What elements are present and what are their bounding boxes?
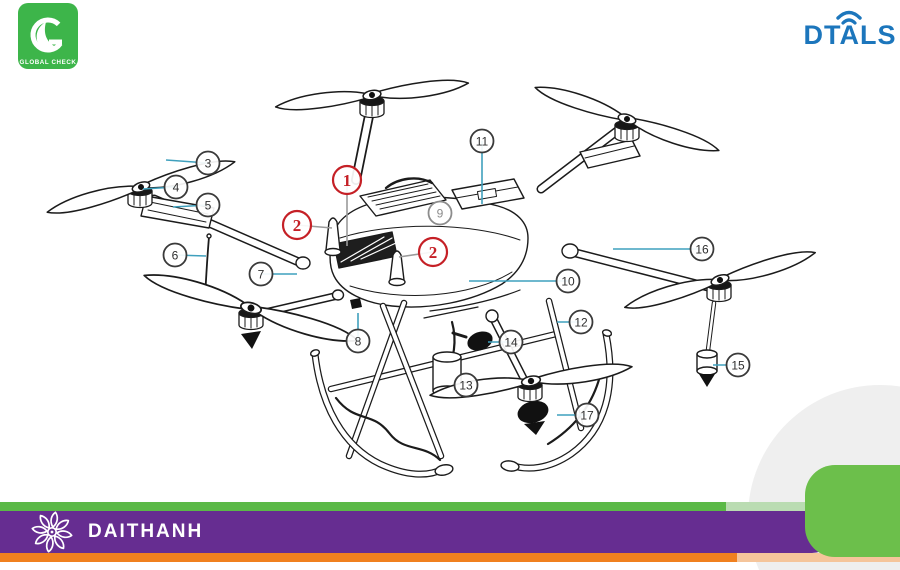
pump-cylinder <box>432 351 462 397</box>
propeller <box>44 146 238 228</box>
callout-5: 5 <box>172 192 221 218</box>
svg-text:16: 16 <box>695 243 709 257</box>
gps-antenna <box>324 217 342 257</box>
control-module <box>451 178 525 210</box>
dtals-label: DTALS <box>804 20 897 50</box>
callout-1: 1 <box>331 164 363 246</box>
footer-green-strip-light <box>726 502 810 511</box>
propeller <box>622 236 818 324</box>
radiator <box>333 231 398 269</box>
wifi-icon <box>836 10 862 25</box>
svg-text:5: 5 <box>205 199 212 213</box>
svg-text:11: 11 <box>476 135 489 149</box>
callout-9: 9 <box>427 200 453 226</box>
footer-green-strip <box>0 502 726 511</box>
nozzle <box>241 331 261 349</box>
propeller <box>138 268 364 348</box>
callout-13: 13 <box>453 372 479 398</box>
rc-antenna <box>202 233 212 301</box>
callout-leader-line <box>142 186 177 190</box>
callout-2: 2 <box>398 236 449 268</box>
callout-11: 11 <box>469 128 495 204</box>
callout-17: 17 <box>557 402 600 428</box>
flower-icon <box>31 511 73 553</box>
tank-body <box>329 196 529 319</box>
daithanh-label: DAITHANH <box>88 521 204 542</box>
footer-bar <box>0 511 834 553</box>
callout-15: 15 <box>713 352 751 378</box>
callout-6: 6 <box>162 242 207 268</box>
svg-text:7: 7 <box>258 268 265 282</box>
svg-text:12: 12 <box>574 316 588 330</box>
svg-text:17: 17 <box>580 409 594 423</box>
callout-10: 10 <box>469 268 581 294</box>
callout-leader-line <box>174 254 207 257</box>
motor <box>359 95 385 119</box>
callout-7: 7 <box>248 261 297 287</box>
global-check-logo: GLOBAL CHECK <box>18 3 78 69</box>
svg-text:15: 15 <box>731 359 745 373</box>
dtals-logo: DTALS <box>795 5 900 51</box>
callout-leader-line <box>296 224 333 229</box>
battery-module <box>359 177 447 217</box>
svg-text:14: 14 <box>504 336 518 350</box>
landing-gear <box>309 297 614 478</box>
motor <box>238 307 264 331</box>
footer-orange-strip <box>0 553 737 562</box>
spray-hoses <box>334 320 602 462</box>
callout-leader-line <box>398 251 434 258</box>
callout-12: 12 <box>557 309 594 335</box>
decor-green-corner <box>805 465 900 557</box>
svg-text:10: 10 <box>561 275 575 289</box>
callout-leader-line <box>172 204 209 208</box>
svg-text:2: 2 <box>429 243 438 262</box>
callout-3: 3 <box>165 150 221 176</box>
motor <box>706 279 732 303</box>
svg-text:3: 3 <box>205 157 212 171</box>
svg-text:9: 9 <box>437 207 444 221</box>
svg-text:13: 13 <box>459 379 473 393</box>
gps-antenna <box>388 250 406 287</box>
svg-text:2: 2 <box>293 216 302 235</box>
callout-8: 8 <box>345 313 371 354</box>
motor <box>127 185 153 209</box>
daithanh-logo: DAITHANH <box>30 511 203 553</box>
motor <box>614 119 640 143</box>
callout-14: 14 <box>488 329 524 355</box>
svg-text:8: 8 <box>355 335 362 349</box>
callout-4: 4 <box>142 174 189 200</box>
global-check-label: GLOBAL CHECK <box>20 59 77 66</box>
footer-orange-strip-light <box>737 553 900 562</box>
spray-nozzle <box>517 400 549 435</box>
global-check-emblem <box>30 17 63 53</box>
spray-nozzle <box>696 300 718 387</box>
callout-2: 2 <box>281 209 333 241</box>
svg-text:4: 4 <box>173 181 180 195</box>
callout-leader-line <box>165 159 209 164</box>
drone-illustration <box>44 66 818 478</box>
svg-text:6: 6 <box>172 249 179 263</box>
connector <box>350 298 362 309</box>
svg-text:1: 1 <box>343 171 352 190</box>
motor <box>517 379 543 403</box>
propeller <box>273 66 471 124</box>
propeller <box>530 81 724 157</box>
propeller <box>428 349 634 413</box>
water-pump <box>451 331 493 351</box>
callout-16: 16 <box>613 236 715 262</box>
